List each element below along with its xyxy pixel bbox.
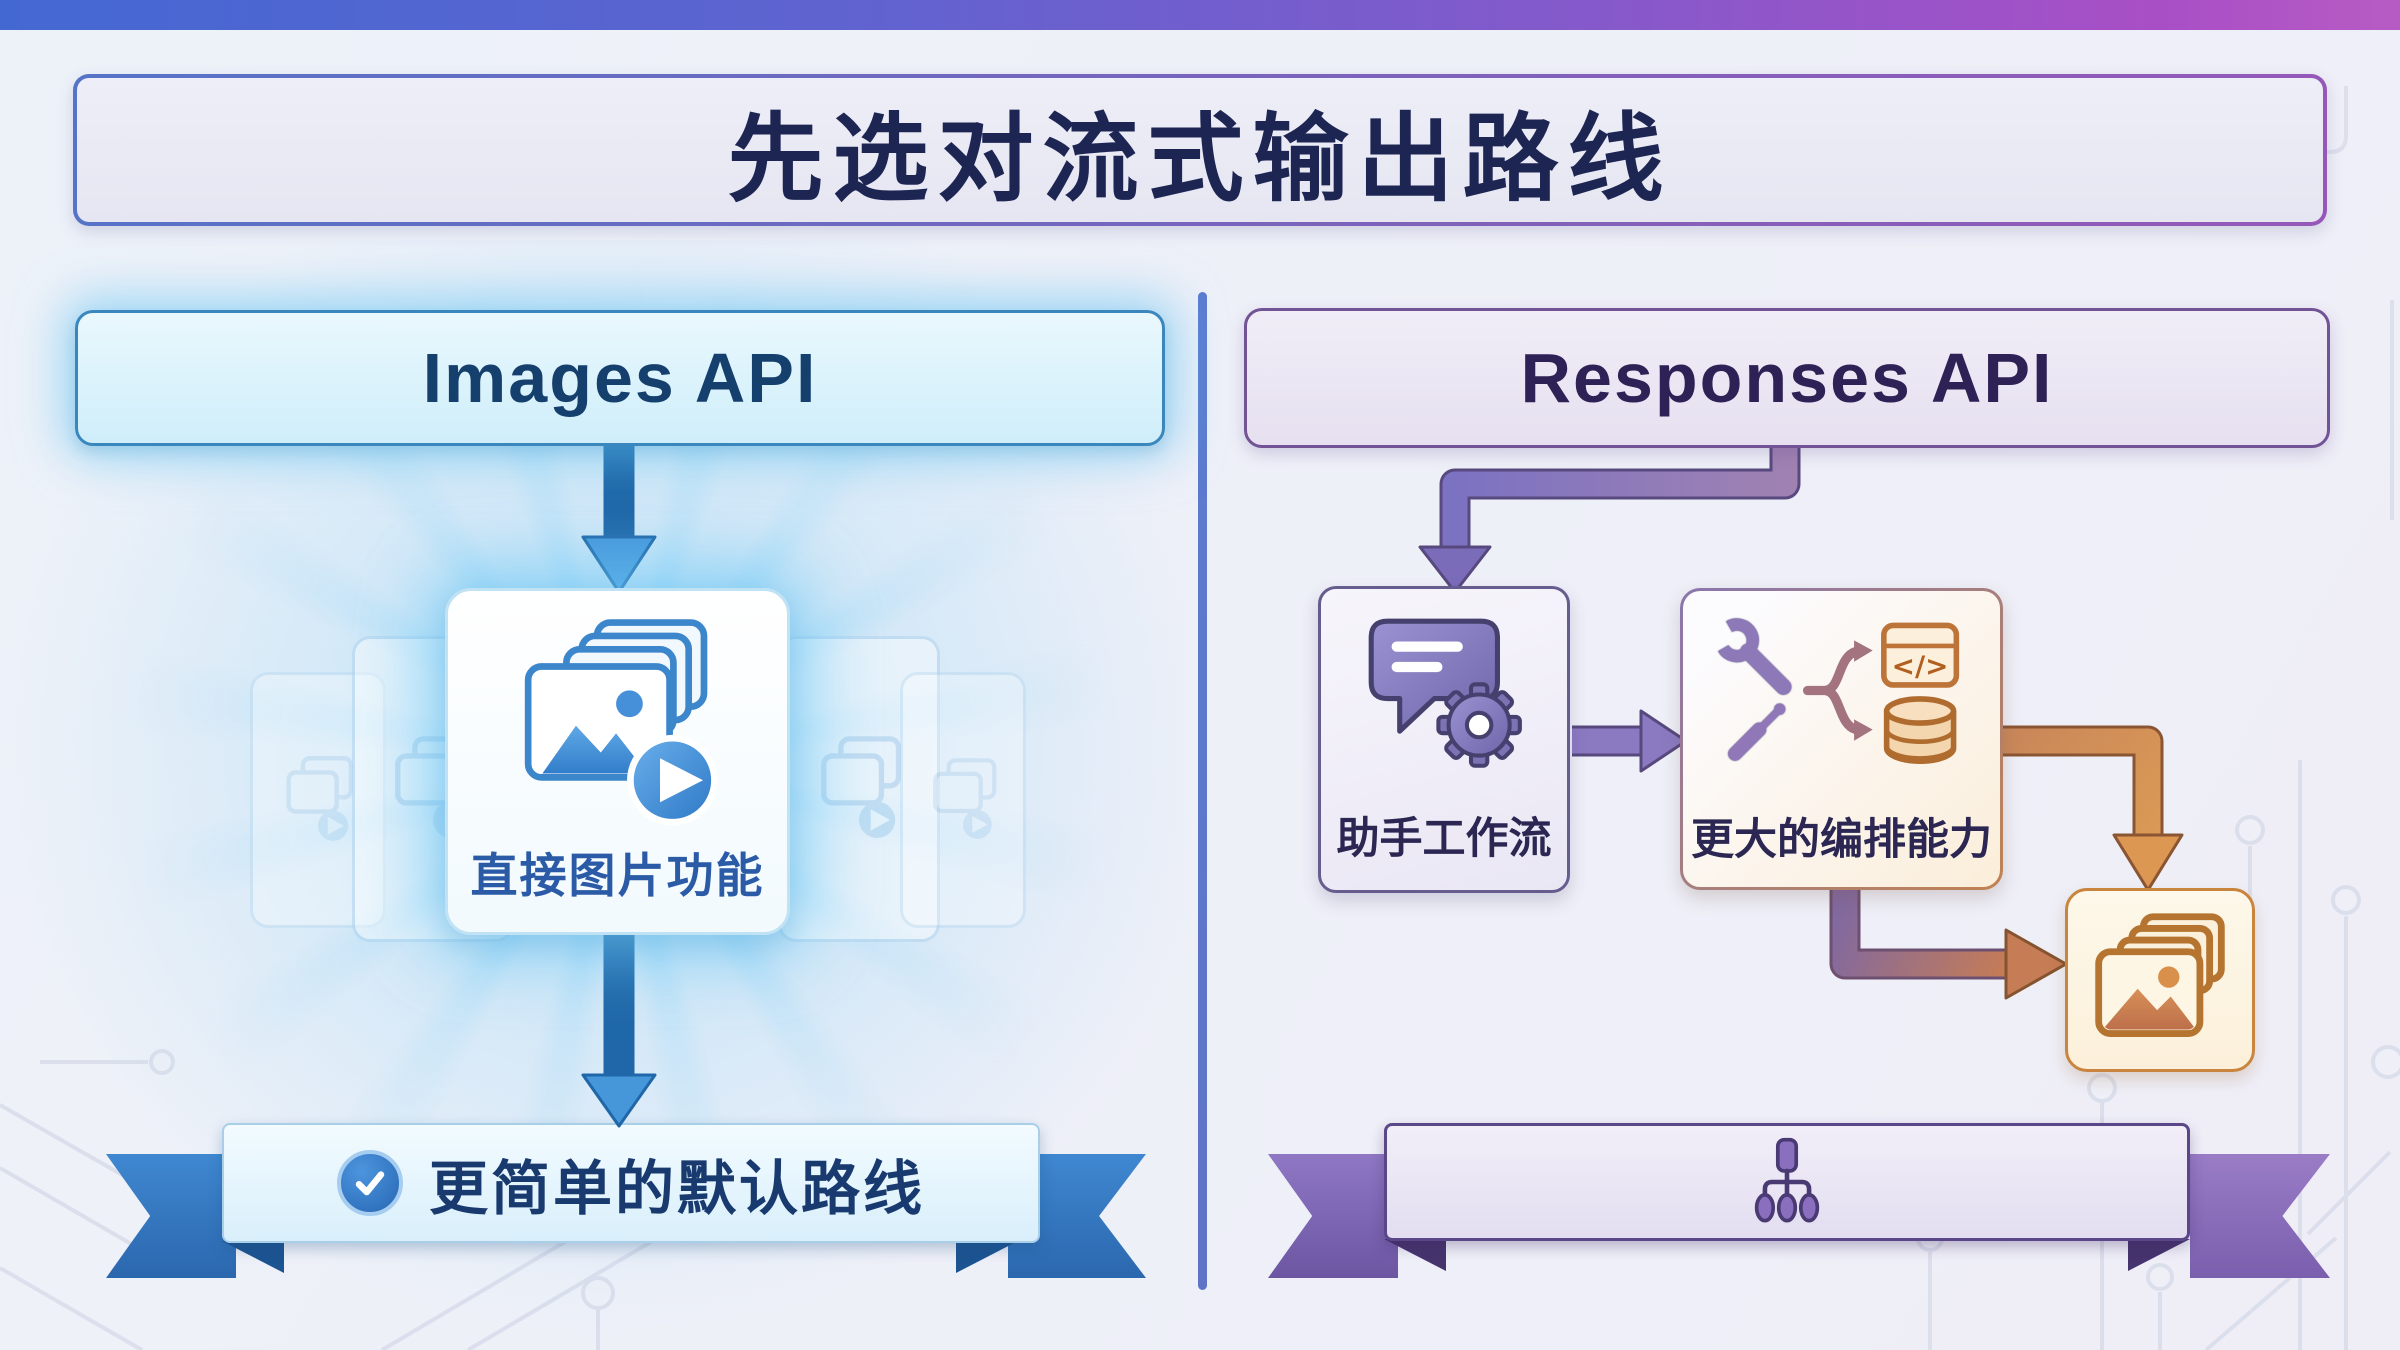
orchestration-box: </> 更大的编排能力 <box>1680 588 2003 890</box>
images-api-label: Images API <box>422 339 818 417</box>
arrow-workflow-to-orchestration <box>1572 709 1688 773</box>
responses-api-label: Responses API <box>1520 339 2054 417</box>
photo-stack-faint-icon <box>821 736 902 839</box>
screwdriver-icon <box>1727 703 1785 761</box>
top-accent-bar <box>0 0 2400 30</box>
hierarchy-tree-icon <box>1754 1137 1820 1223</box>
database-icon <box>1883 696 1956 764</box>
code-glyph: </> <box>1891 650 1948 683</box>
photo-stack-play-icon <box>524 619 718 826</box>
title-banner-inner: 先选对流式输出路线 <box>77 78 2323 222</box>
orchestration-box-inner: </> 更大的编排能力 <box>1683 591 2000 887</box>
code-window-icon: </> <box>1880 622 1959 688</box>
photo-stack-icon <box>2095 913 2225 1037</box>
assistant-workflow-box: 助手工作流 <box>1318 586 1570 893</box>
echo-card-far-left <box>250 672 386 928</box>
echo-card-far-right <box>900 672 1026 928</box>
title-banner: 先选对流式输出路线 <box>73 74 2327 226</box>
simpler-route-banner: 更简单的默认路线 <box>222 1123 1040 1243</box>
orchestration-icons: </> <box>1714 618 1959 764</box>
arrow-responses-header-to-workflow <box>1418 440 1801 594</box>
column-divider <box>1198 292 1207 1290</box>
images-api-header: Images API <box>75 310 1165 446</box>
orchestration-banner <box>1384 1123 2190 1241</box>
arrow-images-header-to-card <box>581 438 657 594</box>
arrow-orchestration-to-image-top <box>2002 725 2184 892</box>
orchestration-label: 更大的编排能力 <box>1691 816 1992 864</box>
photo-stack-faint-icon <box>933 758 997 839</box>
arrow-orchestration-to-image-left <box>1829 888 2068 1000</box>
responses-api-header: Responses API <box>1244 308 2330 448</box>
chat-gear-icon <box>1368 618 1522 768</box>
direct-image-card: 直接图片功能 <box>445 588 790 935</box>
check-circle-icon <box>336 1150 403 1216</box>
page-title: 先选对流式输出路线 <box>727 105 1673 213</box>
wrench-icon <box>1714 618 1791 695</box>
photo-stack-faint-icon <box>286 755 354 841</box>
gear-icon <box>1436 682 1522 768</box>
assistant-workflow-label: 助手工作流 <box>1336 815 1552 863</box>
image-output-box <box>2065 888 2255 1072</box>
direct-image-label: 直接图片功能 <box>470 849 765 902</box>
arrow-card-to-banner <box>581 932 657 1128</box>
fork-arrows-icon <box>1802 640 1873 741</box>
simpler-route-label: 更简单的默认路线 <box>428 1155 925 1222</box>
